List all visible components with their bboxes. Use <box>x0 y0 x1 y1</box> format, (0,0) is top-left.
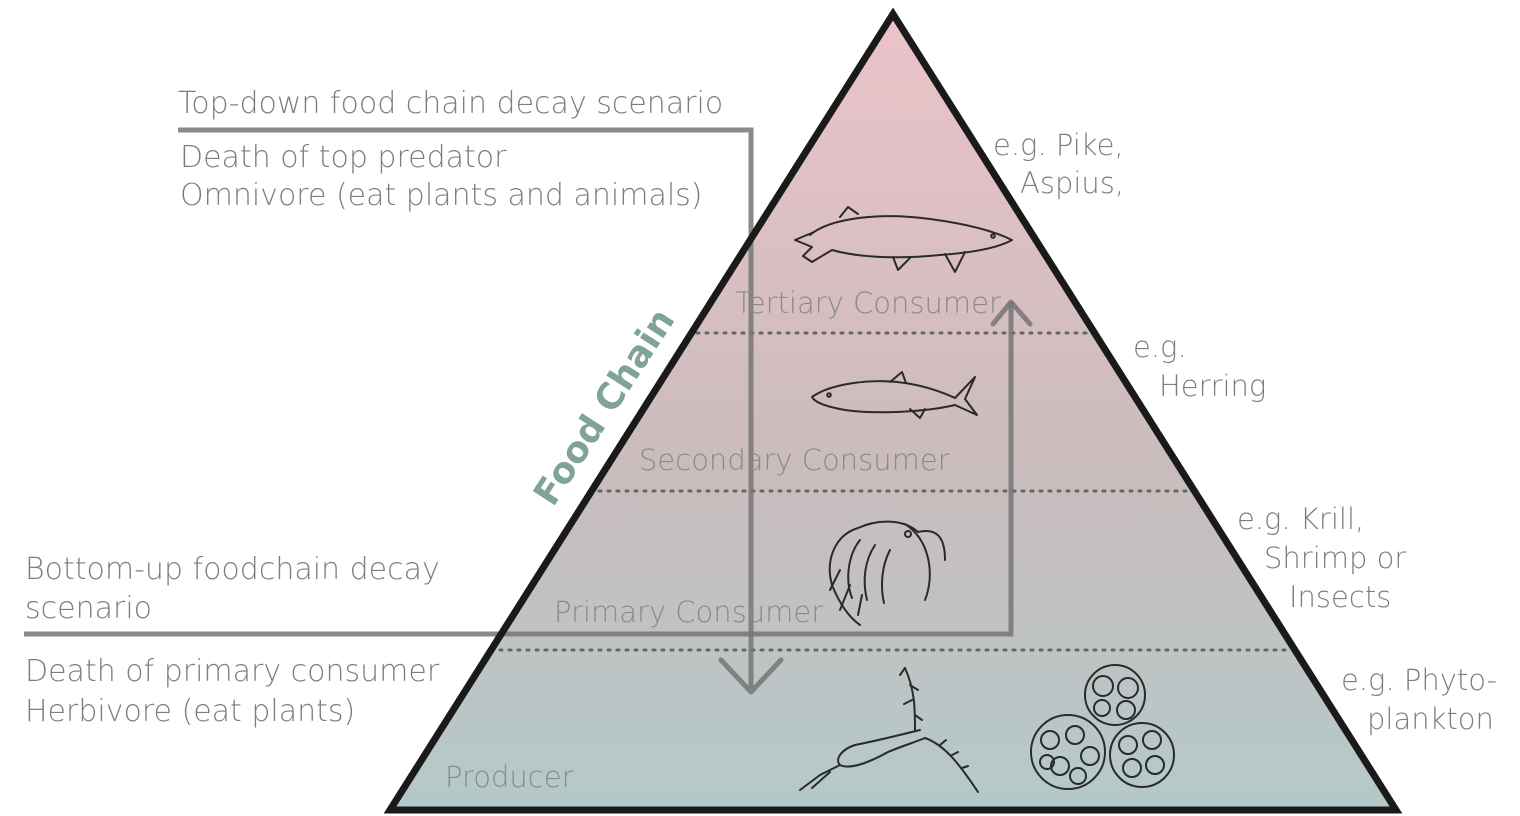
example-primary-line-3: Insects <box>1289 580 1391 614</box>
level-label-primary: Primary Consumer <box>554 595 823 629</box>
example-tertiary-line-1: e.g. Pike, <box>993 128 1124 162</box>
example-producer-line-2: plankton <box>1367 702 1494 736</box>
top-down-desc-line-2: Omnivore (eat plants and animals) <box>180 178 703 213</box>
top-down-desc-line-1: Death of top predator <box>180 140 507 175</box>
example-producer-line-1: e.g. Phyto- <box>1341 663 1497 697</box>
bottom-up-title-line-2: scenario <box>25 591 152 626</box>
example-secondary-line-2: Herring <box>1159 369 1266 403</box>
bottom-up-title-line-1: Bottom-up foodchain decay <box>25 552 440 587</box>
example-secondary-line-1: e.g. <box>1133 330 1187 364</box>
example-primary-line-2: Shrimp or <box>1264 541 1406 575</box>
bottom-up-desc-line-2: Herbivore (eat plants) <box>25 694 355 729</box>
top-down-title: Top-down food chain decay scenario <box>178 86 723 121</box>
level-label-secondary: Secondary Consumer <box>639 443 950 477</box>
level-label-producer: Producer <box>445 760 574 794</box>
example-tertiary-line-2: Aspius, <box>1020 166 1124 200</box>
bottom-up-desc-line-1: Death of primary consumer <box>25 654 440 689</box>
level-label-tertiary: Tertiary Consumer <box>735 286 1001 320</box>
example-primary-line-1: e.g. Krill, <box>1237 502 1364 536</box>
